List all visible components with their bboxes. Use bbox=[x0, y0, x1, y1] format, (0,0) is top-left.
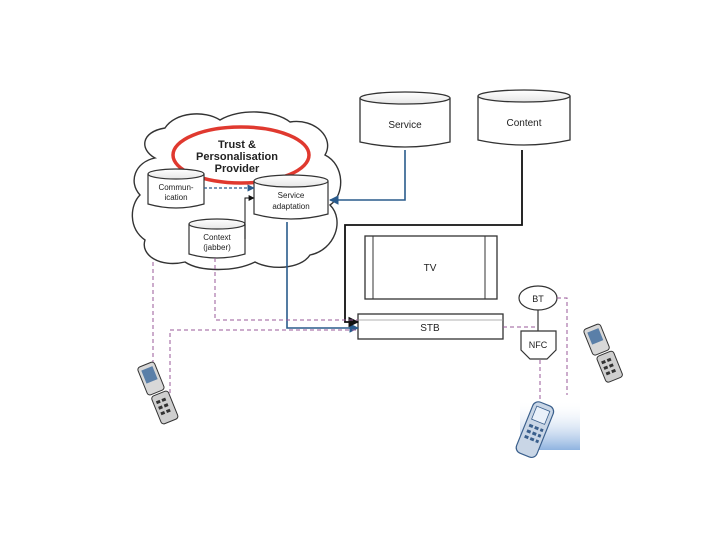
content-label: Content bbox=[506, 118, 541, 129]
service-store: Service bbox=[359, 91, 451, 148]
context-store: Context (jabber) bbox=[188, 218, 246, 259]
service-adaptation-store: Service adaptation bbox=[253, 174, 329, 220]
service-adaptation-label-2: adaptation bbox=[272, 202, 309, 211]
cloud-title-line1: Trust & bbox=[218, 139, 256, 151]
adaptation-to-stb-link bbox=[286, 222, 359, 333]
flip-phone-icon bbox=[583, 323, 623, 383]
dashed-links bbox=[152, 258, 568, 410]
highlight-circle bbox=[171, 125, 311, 185]
bt-node: BT bbox=[518, 285, 558, 311]
tv-label: TV bbox=[424, 263, 437, 274]
context-label-2: (jabber) bbox=[203, 243, 231, 252]
context-label-1: Context bbox=[203, 233, 231, 242]
mobile-handset-icon bbox=[515, 400, 580, 459]
nfc-node: NFC bbox=[520, 330, 557, 360]
bt-label: BT bbox=[532, 294, 544, 304]
communication-label-1: Commun- bbox=[158, 183, 193, 192]
trust-provider-cloud bbox=[131, 111, 342, 271]
flip-phone-icon bbox=[137, 361, 179, 425]
content-store: Content bbox=[477, 89, 571, 146]
cloud-title-line3: Provider bbox=[215, 163, 260, 175]
stb-label: STB bbox=[420, 323, 440, 334]
stb-box: STB bbox=[357, 313, 504, 340]
service-label: Service bbox=[388, 120, 422, 131]
context-to-adaptation-link bbox=[244, 195, 255, 239]
communication-store: Commun- ication bbox=[147, 168, 205, 209]
cloud-title-line2: Personalisation bbox=[196, 151, 278, 163]
tv-box: TV bbox=[364, 235, 498, 300]
service-adaptation-label-1: Service bbox=[278, 191, 305, 200]
communication-label-2: ication bbox=[164, 193, 187, 202]
service-to-adaptation-link bbox=[329, 150, 406, 205]
nfc-label: NFC bbox=[529, 340, 548, 350]
content-to-stb-link bbox=[344, 150, 523, 328]
